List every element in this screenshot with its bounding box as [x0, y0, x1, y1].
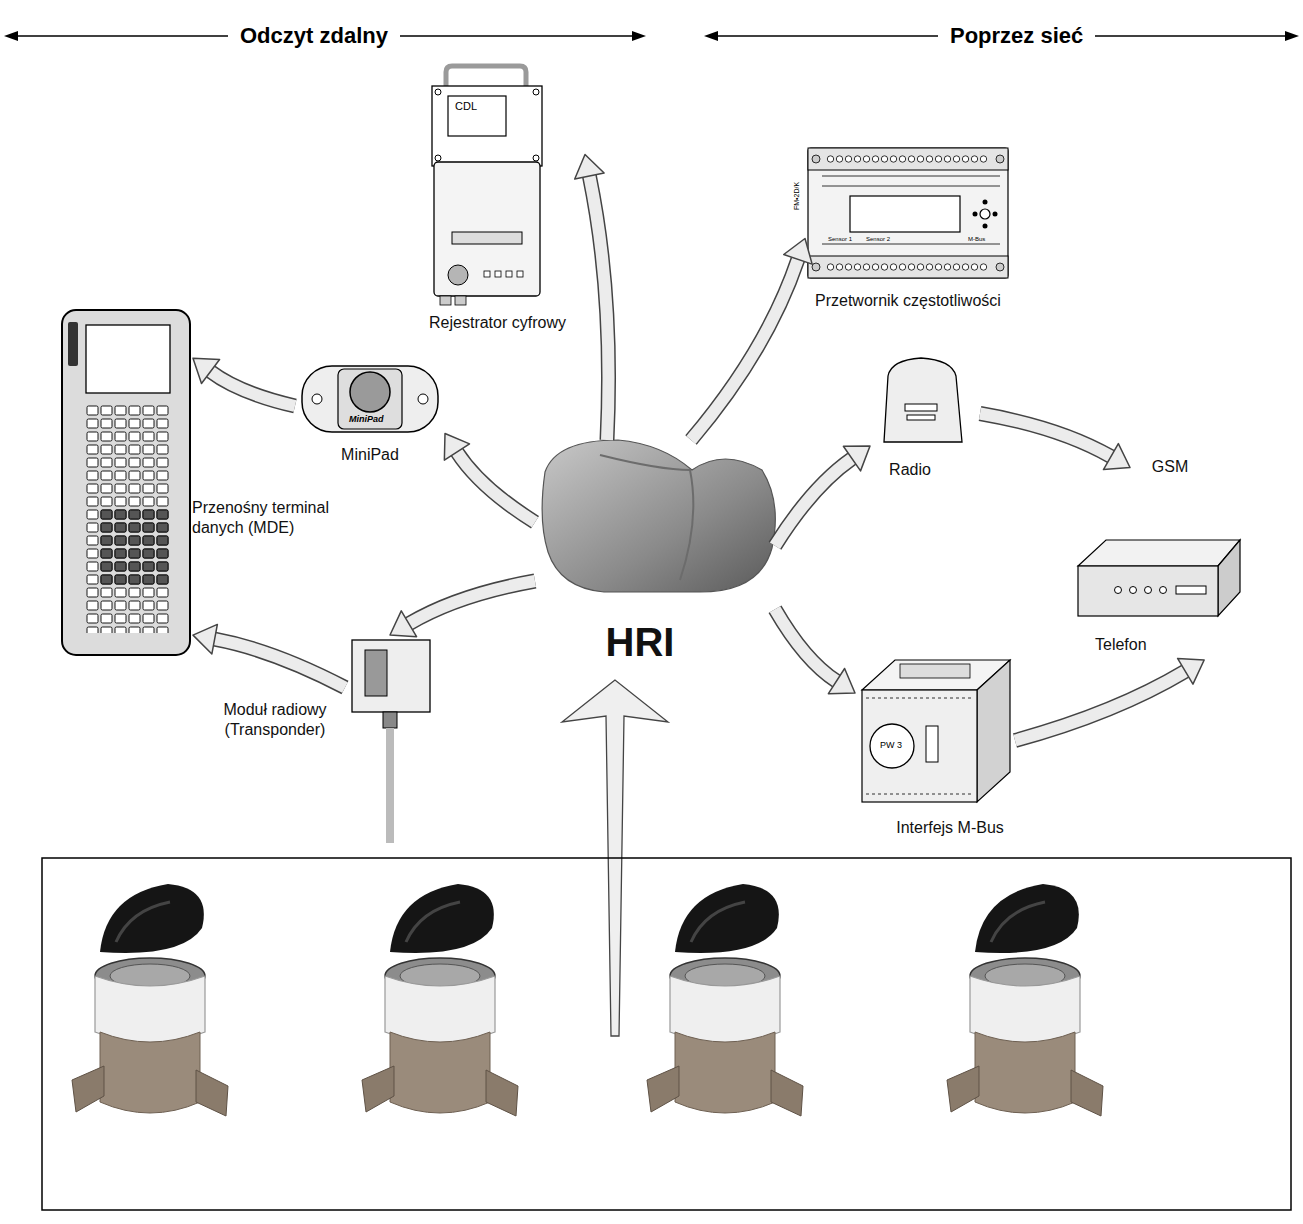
device-node: Rejestrator cyfrowy	[410, 75, 585, 340]
device-marking: PW 3	[880, 741, 902, 750]
device-caption: Radio	[870, 460, 950, 480]
device-marking: Sensor 2	[866, 236, 890, 242]
device-node: Moduł radiowy (Transponder)	[345, 635, 435, 845]
section-heading: Poprzez sieć	[938, 25, 1095, 47]
section-heading: Odczyt zdalny	[228, 25, 400, 47]
device-caption: Rejestrator cyfrowy	[410, 313, 585, 333]
flow-arrow	[193, 358, 295, 406]
device-caption: Przetwornik częstotliwości	[815, 291, 1070, 311]
flow-arrow	[390, 581, 535, 637]
device-node: Interfejs M-Bus	[855, 655, 1015, 845]
flow-arrow	[193, 624, 345, 687]
device-caption: Telefon	[1095, 635, 1215, 655]
flow-arrow	[691, 239, 812, 441]
device-marking: FM•2D/K	[793, 182, 800, 210]
device-node: HRI	[535, 440, 775, 675]
device-caption: Przenośny terminal danych (MDE)	[192, 498, 352, 538]
device-node: Radio	[870, 355, 980, 485]
device-marking: M-Bus	[968, 236, 985, 242]
device-node: Telefon	[1070, 535, 1242, 660]
flow-arrow	[980, 414, 1130, 470]
flow-arrow	[775, 446, 870, 546]
flow-arrow	[444, 434, 535, 523]
device-node: GSM	[1130, 450, 1210, 485]
device-caption: GSM	[1130, 457, 1210, 477]
device-marking: MiniPad	[349, 415, 384, 424]
flow-arrow	[575, 155, 609, 441]
flow-arrow	[1015, 658, 1204, 740]
device-marking: Sensor 1	[828, 236, 852, 242]
device-marking: CDL	[455, 101, 477, 112]
device-caption: Interfejs M-Bus	[870, 818, 1030, 838]
device-caption: MiniPad	[295, 445, 445, 465]
flow-arrow	[775, 609, 855, 694]
device-node: Przetwornik częstotliwości	[805, 145, 1070, 315]
device-caption: HRI	[535, 620, 745, 664]
device-node: Przenośny terminal danych (MDE)	[58, 305, 193, 660]
device-caption: Moduł radiowy (Transponder)	[210, 700, 340, 740]
